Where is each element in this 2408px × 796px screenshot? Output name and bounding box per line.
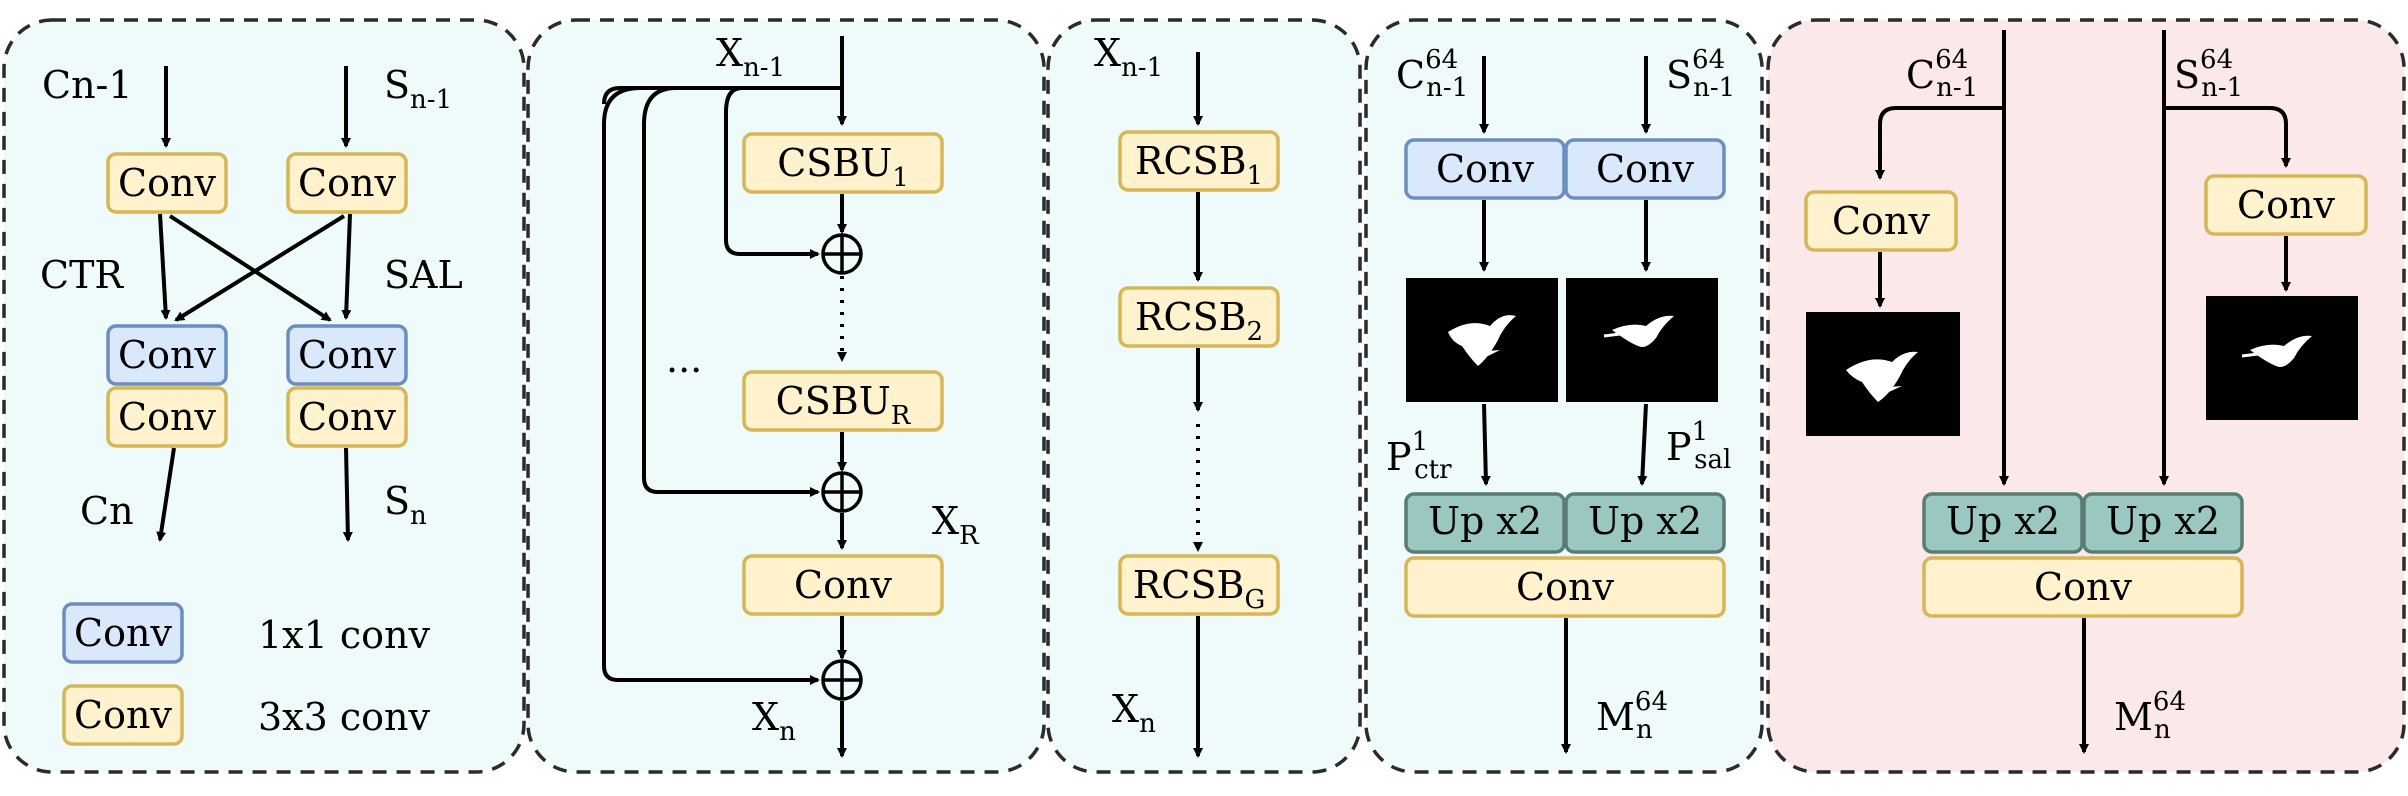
legend-1x1-swatch-label: Conv [74,611,172,655]
skip-connection-outer [602,86,820,685]
p4-sal-prediction-image [1566,278,1718,402]
ctr-cross-arrow [168,214,332,322]
sal-straight-arrow [341,213,352,320]
p5-up-left-label: Up x2 [1946,499,2060,543]
conv-box-ctr-top [106,152,228,214]
c-input-label: Cn-1 [42,63,133,107]
add-node-1 [821,233,863,275]
rcsb-1-label: RCSB1 [1135,139,1263,191]
csbu-1-label: CSBU1 [777,141,909,193]
panel-3: Xn-1 RCSB1 RCSB2 RCSBG Xn [1094,31,1280,758]
conv-box-ctr-top-label: Conv [118,161,216,205]
conv1x1-box-ctr [106,324,228,386]
add-node-2 [821,471,863,513]
legend-3x3-swatch [62,684,184,746]
skip-connection-inner [724,86,820,259]
conv3x3-box-ctr-label: Conv [118,395,216,439]
p5-conv-left-label: Conv [1832,199,1930,243]
p4-up-right-label: Up x2 [1588,499,1702,543]
xr-label: XR [932,499,980,551]
conv1x1-box-sal [286,324,408,386]
rcsb-2-box [1118,286,1280,348]
conv1x1-box-sal-label: Conv [298,333,396,377]
conv3x3-box-sal [286,386,408,448]
legend-1x1-text: 1x1 conv [258,613,430,657]
p5-conv-right [2204,174,2368,236]
c-output-label: Cn [80,489,134,533]
p5-s-branch-arrow [2164,106,2291,168]
add-node-3 [821,659,863,701]
p4-up-left-label: Up x2 [1428,499,1542,543]
x-output-label: Xn [752,695,796,747]
panel-1: Cn-1 Sn-1 Conv Conv CTR SAL Conv Conv Co… [40,63,463,746]
p4-right-pred-arrow [1637,403,1648,486]
p4-ctr-prediction-image [1406,278,1558,402]
p4-conv1x1-left [1404,138,1566,200]
p5-conv3x3-bottom-label: Conv [2034,565,2132,609]
ellipsis-label: ... [666,337,702,381]
rcsb-g-label: RCSBG [1133,563,1265,615]
ctr-straight-arrow [158,213,171,320]
rcsb-2-label: RCSB2 [1135,295,1263,347]
skip-connection-top-line [602,86,842,105]
panel-2-conv-label: Conv [794,563,892,607]
conv1x1-box-ctr-label: Conv [118,333,216,377]
p3-x-input-label: Xn-1 [1094,31,1163,83]
p4-conv1x1-right-label: Conv [1596,147,1694,191]
p4-conv3x3-bottom [1404,556,1726,618]
panel-2-conv-box [742,554,944,616]
p5-up-left [1922,492,2084,554]
conv3x3-box-sal-label: Conv [298,395,396,439]
p4-left-pred-arrow [1480,403,1491,486]
legend-3x3-swatch-label: Conv [74,693,172,737]
conv3x3-box-ctr [106,386,228,448]
p5-up-right-label: Up x2 [2106,499,2220,543]
csbu-r-box [742,370,944,432]
conv-box-sal-top [286,152,408,214]
s-output-arrow [342,447,353,542]
p5-conv-left [1804,190,1958,252]
ctr-label: CTR [40,253,124,297]
legend-3x3-text: 3x3 conv [258,695,430,739]
p5-conv-right-label: Conv [2237,183,2335,227]
p5-c-branch-arrow [1875,106,2004,180]
legend-1x1-swatch [62,602,184,664]
csbu-1-box [742,132,944,194]
p5-up-right [2082,492,2244,554]
p4-conv1x1-right [1564,138,1726,200]
s-input-label: Sn-1 [384,63,452,115]
p4-conv3x3-bottom-label: Conv [1516,565,1614,609]
rcsb-g-box [1118,554,1280,616]
p3-x-output-label: Xn [1112,687,1156,739]
conv-box-sal-top-label: Conv [298,161,396,205]
p4-up-right [1564,492,1726,554]
c-output-arrow [156,447,176,542]
panel-2: Xn-1 CSBU1 ... CSBUR XR Conv [602,31,980,758]
sal-label: SAL [384,253,463,297]
p4-up-left [1404,492,1566,554]
sal-cross-arrow [174,214,346,322]
p5-ctr-feature-image [1806,312,1960,436]
skip-connection-middle [642,86,820,497]
s-output-label: Sn [384,479,427,531]
x-input-label: Xn-1 [716,31,785,83]
rcsb-1-box [1118,130,1280,192]
csbu-r-label: CSBUR [776,379,912,431]
p5-sal-feature-image [2206,296,2358,420]
p4-conv1x1-left-label: Conv [1436,147,1534,191]
p5-conv3x3-bottom [1922,556,2244,618]
